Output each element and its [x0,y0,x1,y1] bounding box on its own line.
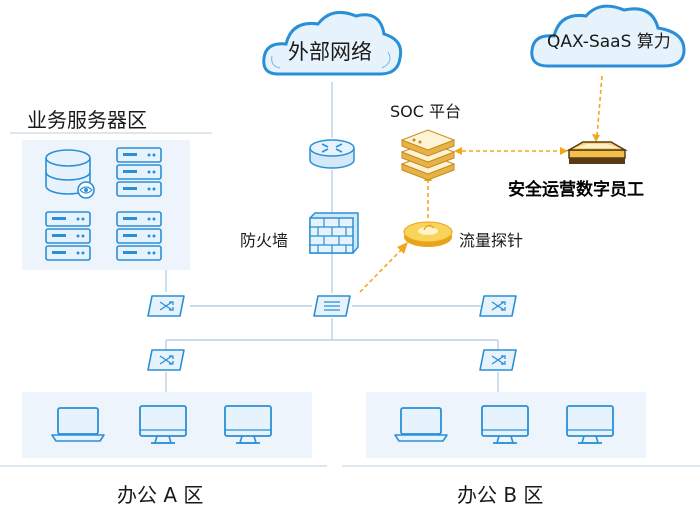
office-a-label: 办公 A 区 [117,483,204,507]
laptop-icon [51,407,105,442]
database-icon [45,149,95,199]
firewall-label: 防火墙 [240,231,289,250]
switch-icon [479,295,517,317]
office-b-label: 办公 B 区 [457,483,544,507]
network-links [165,82,499,392]
server-zone-label: 业务服务器区 [27,108,147,132]
soc-platform-icon [400,129,456,181]
digital-staff-label: 安全运营数字员工 [508,180,644,200]
traffic-probe-label: 流量探针 [459,231,524,250]
server-icon [116,147,162,197]
traffic-probe-icon [403,221,453,247]
qax-saas-label: QAX-SaaS 算力 [547,32,671,52]
switch-icon [479,349,517,371]
saas-cloud-icon [530,4,686,68]
soc-platform-label: SOC 平台 [390,102,462,121]
server-icon [45,211,91,261]
cloud-icon [262,10,403,76]
router-icon [309,139,355,169]
external-network-label: 外部网络 [288,40,372,64]
switch-icon [147,295,185,317]
digital-staff-icon [566,141,628,164]
server-icon [116,211,162,261]
firewall-icon [309,212,359,254]
core-switch-icon [313,295,351,317]
data-flows [359,75,603,293]
laptop-icon [394,407,448,442]
switch-icon [147,349,185,371]
